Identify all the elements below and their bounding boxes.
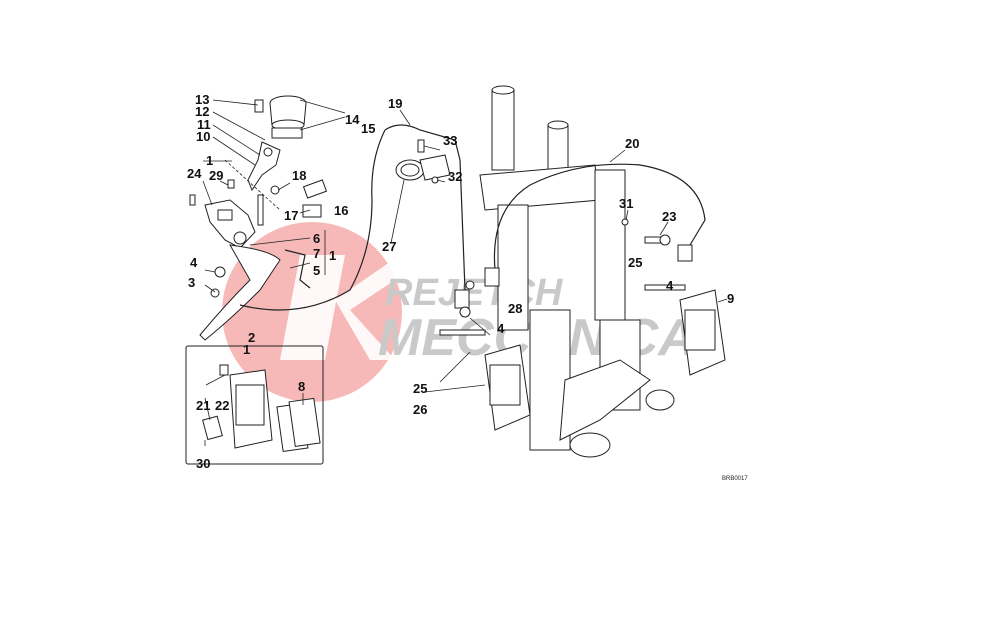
watermark-line1: REJETCH	[385, 272, 564, 314]
callout-15: 15	[361, 121, 375, 136]
callout-19: 19	[388, 96, 402, 111]
callout-25b: 25	[413, 381, 427, 396]
callout-28: 28	[508, 301, 522, 316]
hose-20	[493, 163, 706, 271]
callout-14: 14	[345, 112, 360, 127]
callout-1b: 1	[329, 248, 336, 263]
caliper-left	[439, 329, 531, 431]
callout-23: 23	[662, 209, 676, 224]
callout-4b: 4	[666, 278, 674, 293]
callout-32: 32	[448, 169, 462, 184]
callout-16: 16	[334, 203, 348, 218]
master-cylinder-assembly	[189, 95, 328, 341]
callout-31: 31	[619, 196, 633, 211]
callout-25: 25	[628, 255, 642, 270]
inset-box	[185, 345, 324, 465]
callout-labels: 13 12 11 10 1 29 24 18 17 16 14 15 6 7 1…	[187, 92, 734, 471]
callout-18: 18	[292, 168, 306, 183]
callout-5: 5	[313, 263, 320, 278]
callout-8: 8	[298, 379, 305, 394]
callout-22: 22	[215, 398, 229, 413]
leader-lines	[202, 99, 728, 446]
callout-26: 26	[413, 402, 427, 417]
callout-11: 11	[197, 117, 211, 132]
callout-13: 13	[195, 92, 209, 107]
front-fork	[479, 85, 675, 458]
callout-4: 4	[190, 255, 198, 270]
callout-33: 33	[443, 133, 457, 148]
callout-1: 1	[206, 153, 213, 168]
drawing-code: BRB0017	[722, 476, 748, 482]
callout-4c: 4	[497, 321, 505, 336]
callout-3: 3	[188, 275, 195, 290]
callout-24: 24	[187, 166, 202, 181]
callout-12: 12	[195, 104, 209, 119]
callout-10: 10	[196, 129, 210, 144]
hose-19	[384, 124, 466, 291]
callout-21: 21	[196, 398, 210, 413]
hose-clamp	[395, 139, 451, 184]
callout-17: 17	[284, 208, 298, 223]
callout-2: 2	[248, 330, 255, 345]
callout-6: 6	[313, 231, 320, 246]
callout-20: 20	[625, 136, 639, 151]
callout-27: 27	[382, 239, 396, 254]
callout-7: 7	[313, 246, 320, 261]
callout-30: 30	[196, 456, 210, 471]
callout-29: 29	[209, 168, 223, 183]
callout-1c: 1	[243, 342, 250, 357]
callout-9: 9	[727, 291, 734, 306]
caliper-right	[644, 284, 726, 376]
